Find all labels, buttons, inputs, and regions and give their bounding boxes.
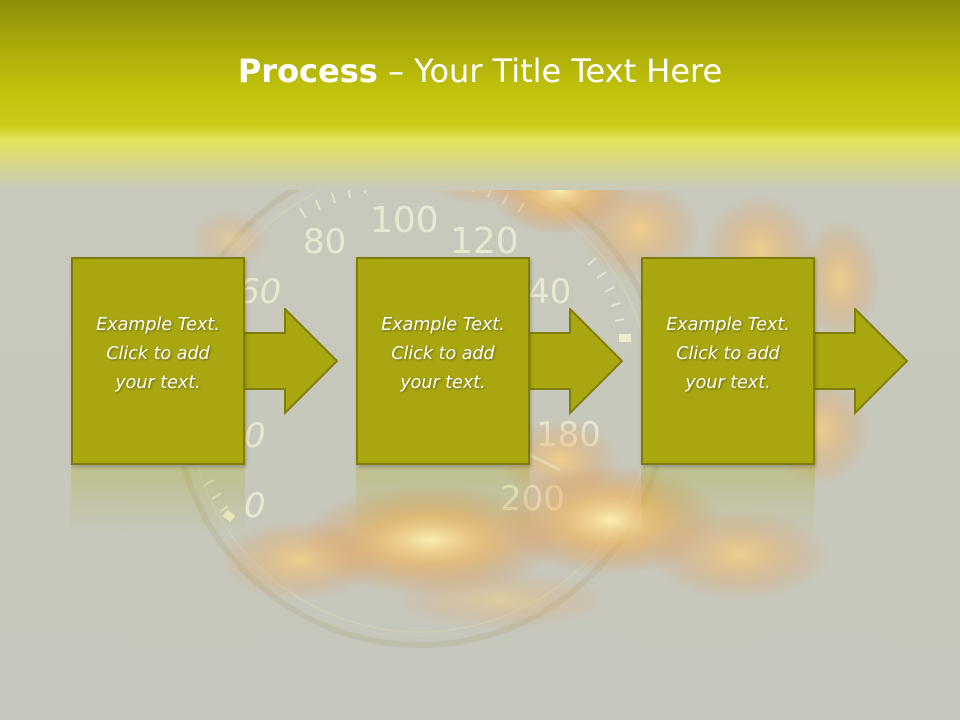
step-1-line-2: Click to add	[106, 344, 210, 364]
step-1-text[interactable]: Example Text. Click to add your text.	[73, 311, 243, 398]
step-3-line-1: Example Text.	[666, 315, 790, 335]
slide-title[interactable]: Process – Your Title Text Here	[0, 52, 960, 90]
gauge-number-0a: 0	[244, 416, 266, 456]
step-1-reflection	[71, 467, 245, 537]
title-strong: Process	[237, 52, 378, 90]
step-1-line-1: Example Text.	[96, 315, 220, 335]
step-3-line-3: your text.	[685, 373, 771, 393]
step-2-line-1: Example Text.	[381, 315, 505, 335]
gauge-number-0b: 0	[244, 486, 266, 526]
title-band	[0, 0, 960, 190]
step-1-box[interactable]: Example Text. Click to add your text.	[71, 257, 245, 465]
gauge-number-40: 40	[528, 272, 571, 312]
step-2-reflection	[356, 467, 530, 537]
step-2-arrow-icon	[528, 308, 624, 416]
step-2-box[interactable]: Example Text. Click to add your text.	[356, 257, 530, 465]
step-3-box[interactable]: Example Text. Click to add your text.	[641, 257, 815, 465]
gauge-number-60: 60	[238, 272, 281, 312]
step-2-line-3: your text.	[400, 373, 486, 393]
step-3-reflection	[641, 467, 815, 537]
step-2-text[interactable]: Example Text. Click to add your text.	[358, 311, 528, 398]
title-rest: – Your Title Text Here	[377, 52, 723, 90]
step-1-line-3: your text.	[115, 373, 201, 393]
step-1-arrow-icon	[243, 308, 339, 416]
gauge-number-80: 80	[303, 222, 346, 262]
step-3-text[interactable]: Example Text. Click to add your text.	[643, 311, 813, 398]
step-2-line-2: Click to add	[391, 344, 495, 364]
gauge-number-120: 120	[450, 221, 519, 262]
step-3-line-2: Click to add	[676, 344, 780, 364]
gauge-number-100: 100	[370, 200, 439, 241]
step-3-arrow-icon	[813, 308, 909, 416]
